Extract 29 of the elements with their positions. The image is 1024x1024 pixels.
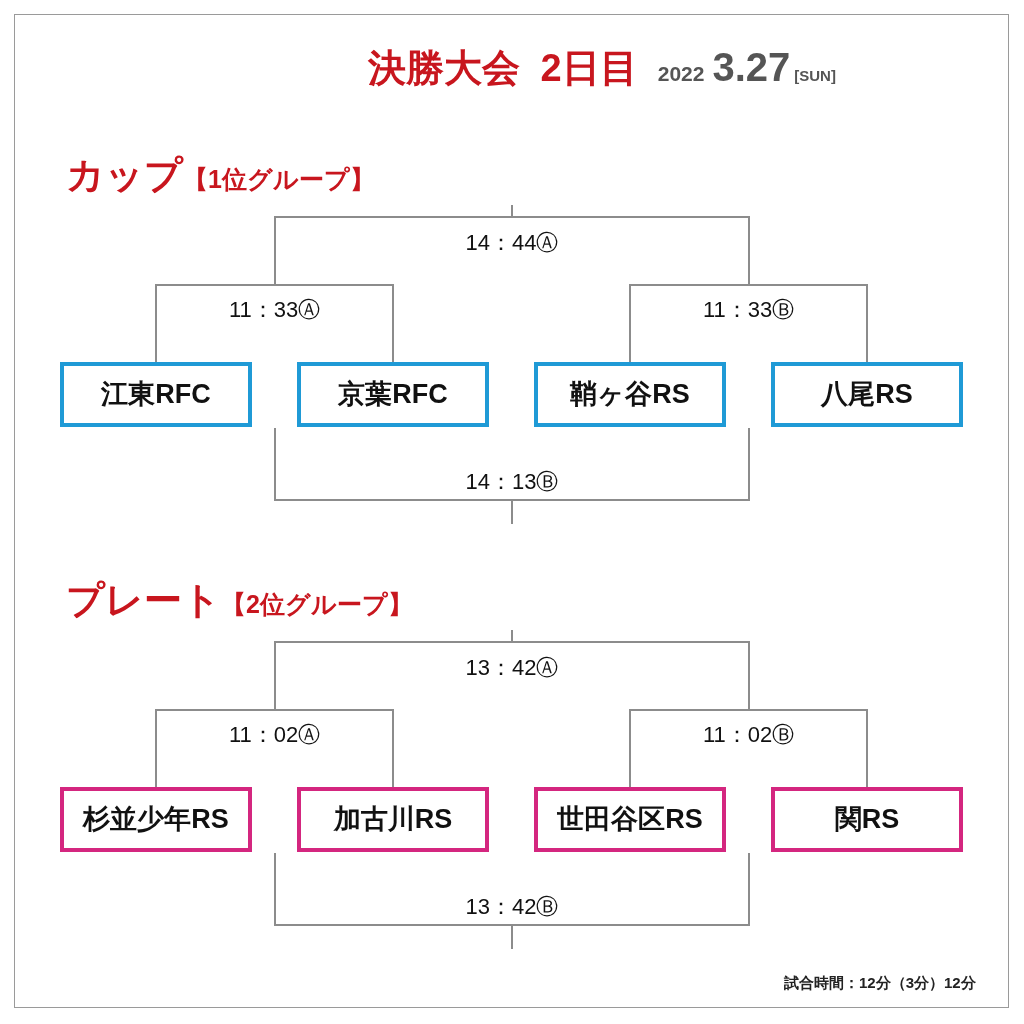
team-name: 八尾RS (821, 379, 913, 410)
team-name: 関RS (834, 804, 900, 835)
team-box (60, 362, 252, 427)
date-year: 2022 (657, 63, 705, 86)
bracket-line (155, 284, 394, 363)
team-name: 京葉RFC (338, 379, 448, 410)
team-box (60, 787, 252, 852)
date-day: 3.27 (712, 46, 791, 88)
match-duration-note: 試合時間：12分（3分）12分 (784, 975, 976, 991)
team-name: 杉並少年RS (83, 804, 229, 835)
team-name: 加古川RS (333, 804, 453, 835)
team-box (534, 787, 726, 852)
team-box (771, 362, 963, 427)
team-box (771, 787, 963, 852)
team-name: 江東RFC (101, 379, 211, 410)
section-subheading: 【2位グループ】 (221, 591, 413, 618)
section-heading: プレート (66, 581, 221, 621)
section-heading: カップ (66, 156, 183, 196)
team-box (297, 787, 489, 852)
title: 決勝大会 2日目 (368, 49, 638, 89)
team-box (534, 362, 726, 427)
team-name: 世田谷区RS (557, 804, 703, 835)
team-name: 鞘ヶ谷RS (570, 379, 690, 410)
bracket-line (155, 709, 394, 788)
team-box (297, 362, 489, 427)
section-subheading: 【1位グループ】 (183, 166, 375, 193)
bracket-line (629, 709, 868, 788)
bracket-line (629, 284, 868, 363)
weekday: [SUN] (794, 68, 836, 84)
